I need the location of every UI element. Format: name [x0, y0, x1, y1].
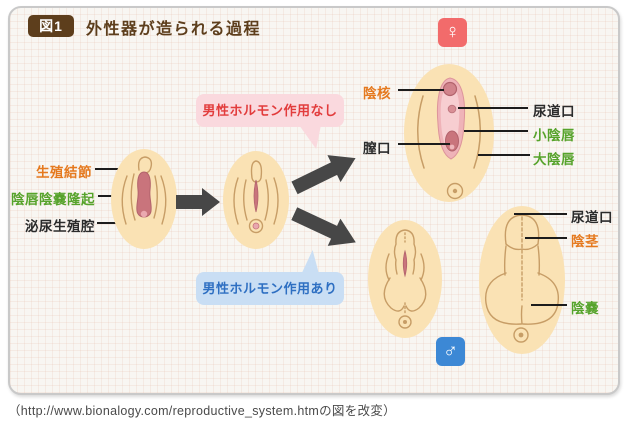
leader-urethral-opening-m	[514, 213, 567, 215]
developing-genitalia-illustration	[223, 151, 289, 249]
figure-number-badge: 図1	[28, 15, 74, 37]
label-urethral-opening-male: 尿道口	[571, 210, 613, 225]
label-clitoris: 陰核	[363, 86, 391, 101]
leader-penis	[525, 237, 567, 239]
label-urethral-opening-female: 尿道口	[533, 104, 575, 119]
figure-panel	[8, 6, 620, 395]
male-hormone-callout: 男性ホルモン作用あり	[196, 272, 344, 305]
undifferentiated-genitalia-illustration	[111, 149, 177, 249]
leader-urethral-opening-f	[458, 107, 528, 109]
leader-scrotum	[531, 304, 567, 306]
male-developing-illustration	[368, 220, 442, 338]
source-caption: （http://www.bionalogy.com/reproductive_s…	[8, 404, 396, 418]
male-symbol-badge: ♂	[436, 337, 465, 366]
figure-title: 外性器が造られる過程	[86, 21, 262, 38]
label-scrotum: 陰嚢	[571, 301, 599, 316]
arrow-up-right-icon	[291, 155, 356, 195]
no-male-hormone-callout: 男性ホルモン作用なし	[196, 94, 344, 127]
leader-labia-majora	[478, 154, 530, 156]
leader-clitoris	[398, 89, 444, 91]
label-labioscrotal-swelling: 陰唇陰嚢隆起	[11, 192, 95, 207]
leader-labia-minora	[464, 130, 528, 132]
male-genitalia-illustration	[479, 206, 565, 354]
leader-vaginal-opening	[398, 143, 450, 145]
male-symbol-icon: ♂	[443, 340, 458, 362]
label-labia-majora: 大陰唇	[533, 152, 575, 167]
female-symbol-badge: ♀	[438, 18, 467, 47]
label-labia-minora: 小陰唇	[533, 128, 575, 143]
label-genital-tubercle: 生殖結節	[36, 165, 92, 180]
arrow-right-icon	[176, 188, 220, 216]
label-vaginal-opening: 膣口	[363, 141, 391, 156]
arrow-down-right-icon	[291, 207, 356, 246]
female-symbol-icon: ♀	[445, 21, 460, 43]
label-urogenital-sinus: 泌尿生殖腔	[25, 219, 95, 234]
female-genitalia-illustration	[404, 64, 494, 202]
label-penis: 陰茎	[571, 234, 599, 249]
leader-genital-tubercle	[95, 168, 133, 170]
